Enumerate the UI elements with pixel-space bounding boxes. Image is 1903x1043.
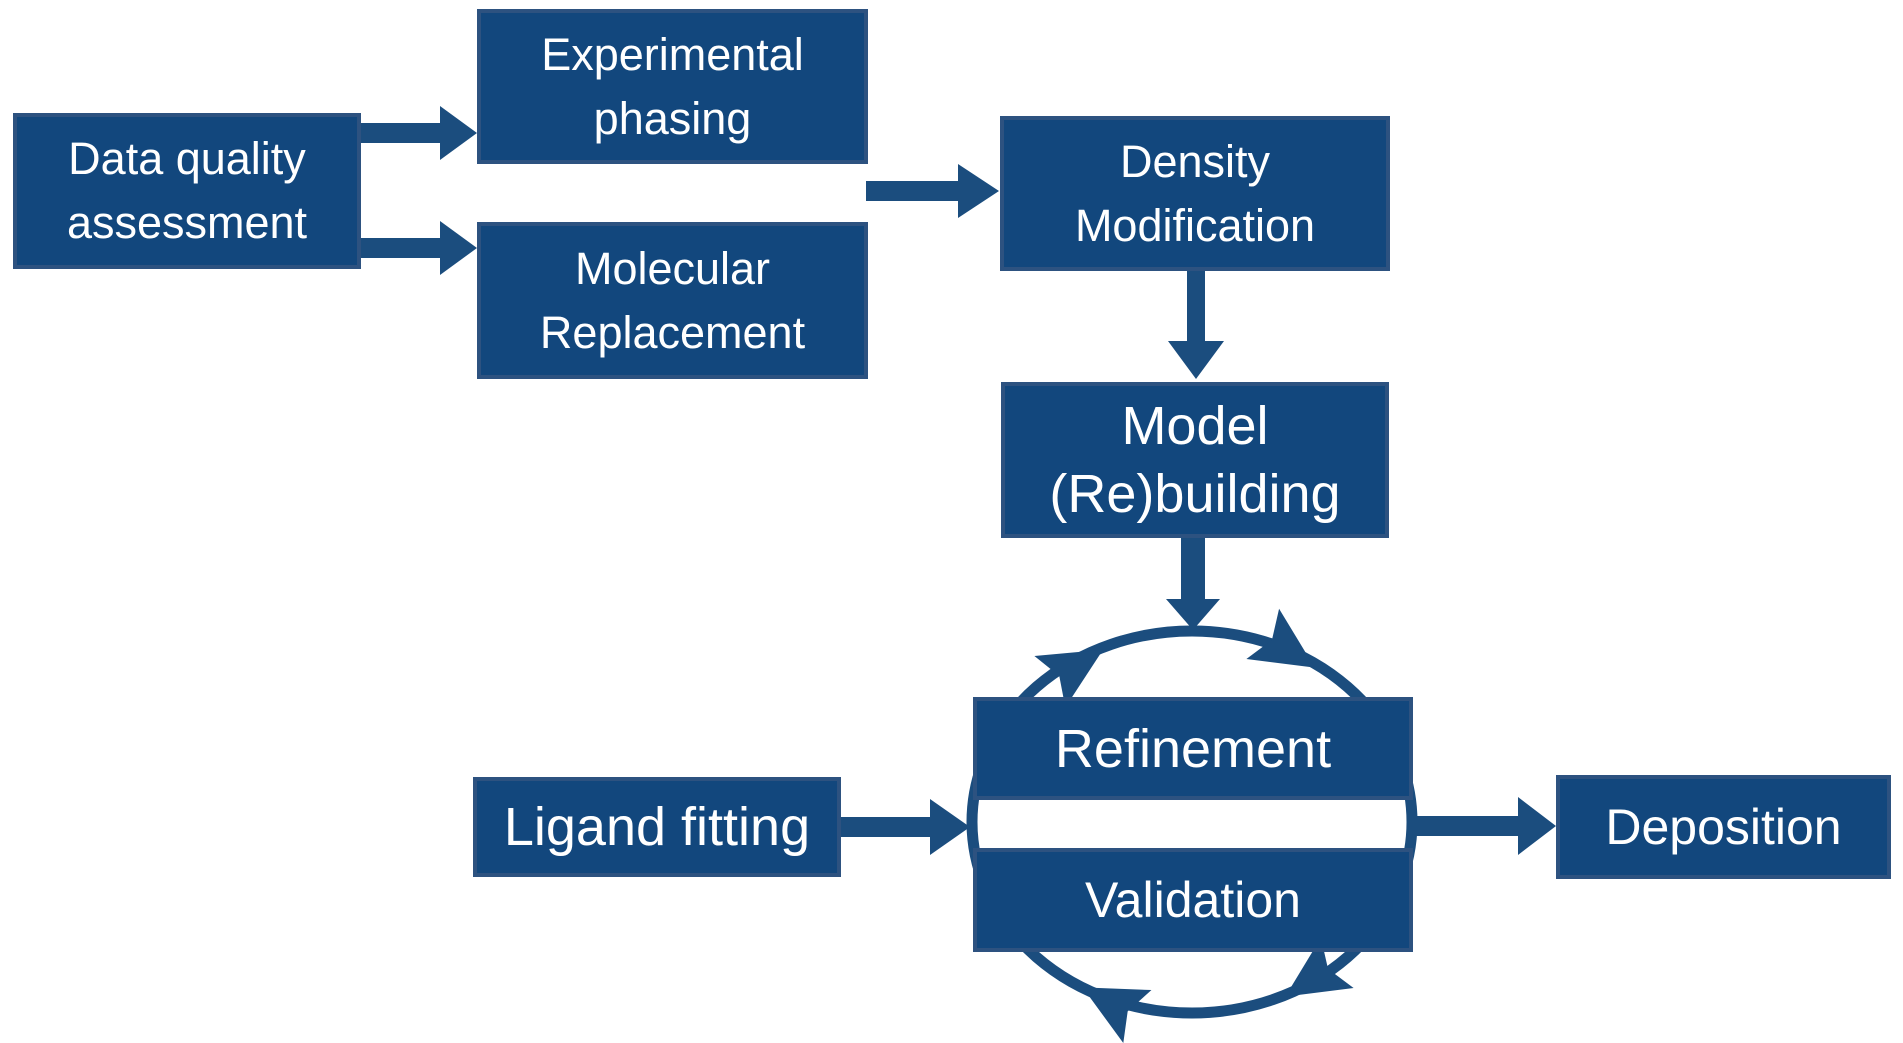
node-refinement: Refinement [973, 697, 1413, 800]
node-data-quality-assessment: Data quality assessment [13, 113, 361, 269]
node-label-line: assessment [66, 197, 308, 248]
node-label-line: Density [1119, 135, 1271, 187]
arrow-dataquality-to-experimental [361, 106, 477, 160]
node-validation: Validation [973, 848, 1413, 952]
node-label-line: Deposition [1605, 799, 1842, 855]
node-label-line: Ligand fitting [503, 797, 811, 857]
node-model-rebuilding: Model (Re)building [1001, 382, 1389, 538]
node-deposition: Deposition [1556, 775, 1891, 879]
refinement-validation-cycle-ring [966, 625, 1418, 1019]
cycle-arrowhead-top-left-icon [1034, 649, 1104, 708]
arrow-density-to-model [1168, 271, 1224, 379]
node-label-line: Modification [1074, 199, 1316, 251]
arrow-ligand-to-cycle [841, 799, 970, 855]
node-experimental-phasing: Experimental phasing [477, 9, 868, 164]
node-label-line: Data quality [68, 133, 306, 184]
node-label-line: phasing [593, 92, 752, 144]
node-density-modification: Density Modification [1000, 116, 1390, 271]
arrow-phasing-to-density [866, 164, 999, 218]
cycle-arrowhead-bottom-left-icon [1082, 987, 1152, 1043]
node-label-line: Validation [1085, 872, 1301, 928]
node-label-line: Replacement [539, 306, 806, 358]
arrow-model-to-cycle [1166, 538, 1220, 630]
node-label-line: Experimental [541, 28, 804, 80]
node-molecular-replacement: Molecular Replacement [477, 222, 868, 379]
arrow-cycle-to-deposition [1413, 797, 1556, 855]
cycle-arrowhead-bottom-right-icon [1285, 937, 1354, 997]
node-label-line: Molecular [574, 242, 771, 294]
node-label-line: (Re)building [1049, 464, 1341, 524]
arrow-dataquality-to-molecular [361, 221, 477, 275]
node-label-line: Model [1121, 396, 1269, 456]
node-label-line: Refinement [1054, 718, 1332, 779]
node-ligand-fitting: Ligand fitting [473, 777, 841, 877]
cycle-arrowhead-top-right-icon [1246, 608, 1315, 668]
